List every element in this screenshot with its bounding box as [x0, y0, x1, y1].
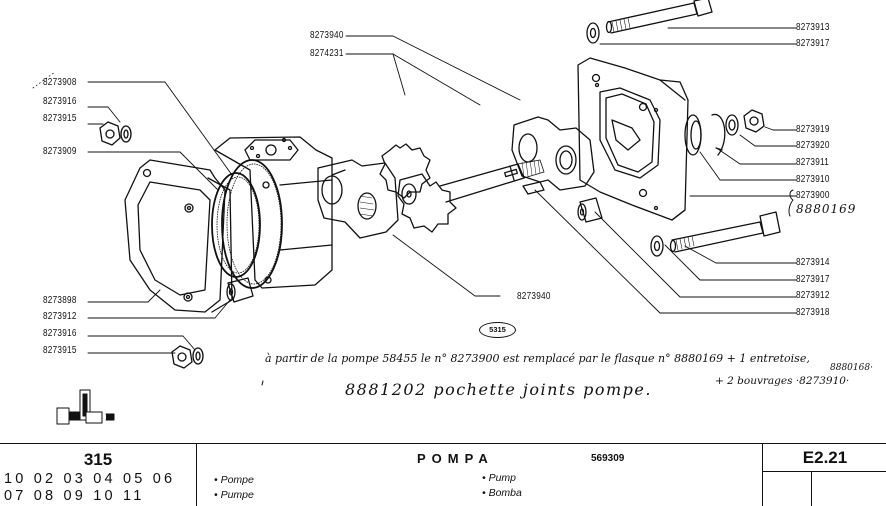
washer-top [586, 22, 600, 44]
title-block-description: • Pompe • Pumpe POMPA 569309 • Pump • Bo… [196, 444, 761, 506]
repair-kit-icon [56, 389, 115, 425]
stray-mark [32, 71, 56, 89]
circlip [711, 114, 726, 156]
handwritten-note-line1-sub: 8880168· [830, 363, 873, 373]
title-block: 315 10 02 03 04 05 06 07 08 09 10 11 • P… [0, 443, 886, 506]
part-label: 8273900 [796, 190, 830, 201]
part-label: 8273915 [43, 345, 77, 356]
o-rings [211, 159, 283, 289]
part-label: 8273916 [43, 328, 77, 339]
nut-lower-left [171, 345, 204, 369]
leader-lines-right [534, 27, 797, 314]
front-cover [124, 159, 233, 313]
handwritten-alt-part-number: 8880169 [796, 202, 857, 216]
handwritten-note-line2: 8881202 pochette joints pompe. [345, 380, 652, 399]
translation-fr: • Pompe [214, 474, 254, 486]
part-label: 8273912 [796, 290, 830, 301]
dowel-pin-right [577, 197, 603, 223]
leader-lines-left [87, 81, 233, 354]
translation-en: • Pump [482, 472, 517, 484]
part-label: 8273908 [43, 77, 77, 88]
drive-shaft [439, 159, 545, 203]
part-label: 8273940 [310, 30, 344, 41]
model-numbers-row-2: 07 08 09 10 11 [4, 488, 145, 504]
part-label: 8273912 [43, 311, 77, 322]
drawing-number-badge: 5315 [479, 322, 516, 338]
part-label: 8273917 [796, 274, 830, 285]
translation-es: • Bomba [482, 487, 522, 499]
rear-flange [577, 57, 689, 221]
part-label: 8273916 [43, 96, 77, 107]
handwritten-note-line1: à partir de la pompe 58455 le n° 8273900… [265, 352, 810, 365]
handwritten-mark [261, 380, 264, 386]
bushing-block-left [317, 159, 399, 239]
pump-body [214, 136, 346, 289]
part-label: 8273909 [43, 146, 77, 157]
translation-de: • Pumpe [214, 489, 254, 501]
handwritten-bracket [788, 189, 794, 217]
leader-lines-center [345, 35, 521, 297]
part-group-number: 569309 [591, 453, 625, 464]
part-label: 8274231 [310, 48, 344, 59]
part-label: 8273911 [796, 157, 830, 168]
model-numbers-row-1: 10 02 03 04 05 06 [4, 471, 176, 487]
part-label: 8273940 [517, 291, 551, 302]
nut-right [743, 109, 765, 133]
part-label: 8273898 [43, 295, 77, 306]
title-block-reference: E2.21 [762, 444, 886, 506]
bolt-top [605, 0, 713, 34]
washer-bottom [650, 235, 664, 257]
gears [379, 143, 457, 233]
bolt-bottom [669, 211, 781, 253]
part-label: 8273913 [796, 22, 830, 33]
part-label: 8273915 [43, 113, 77, 124]
catalog-code: 315 [83, 450, 113, 469]
lock-washer [725, 114, 739, 136]
handwritten-note-line2-right: + 2 bouvrages ·8273910· [715, 375, 850, 387]
reference-divider [763, 471, 886, 472]
dowel-pin-left [226, 277, 254, 303]
part-label: 8273914 [796, 257, 830, 268]
part-label: 8273919 [796, 124, 830, 135]
part-label: 8273920 [796, 140, 830, 151]
reference-split [811, 471, 812, 506]
exploded-pump-drawing [32, 0, 797, 425]
part-group-title: POMPA [417, 451, 494, 466]
title-block-models: 315 10 02 03 04 05 06 07 08 09 10 11 [0, 444, 197, 506]
page-reference: E2.21 [802, 448, 848, 467]
part-label: 8273918 [796, 307, 830, 318]
woodruff-key [522, 181, 545, 195]
nut-upper-left [99, 121, 132, 146]
part-label: 8273917 [796, 38, 830, 49]
part-label: 8273910 [796, 174, 830, 185]
bushing-block-right [511, 116, 595, 191]
shaft-seal [684, 114, 702, 156]
